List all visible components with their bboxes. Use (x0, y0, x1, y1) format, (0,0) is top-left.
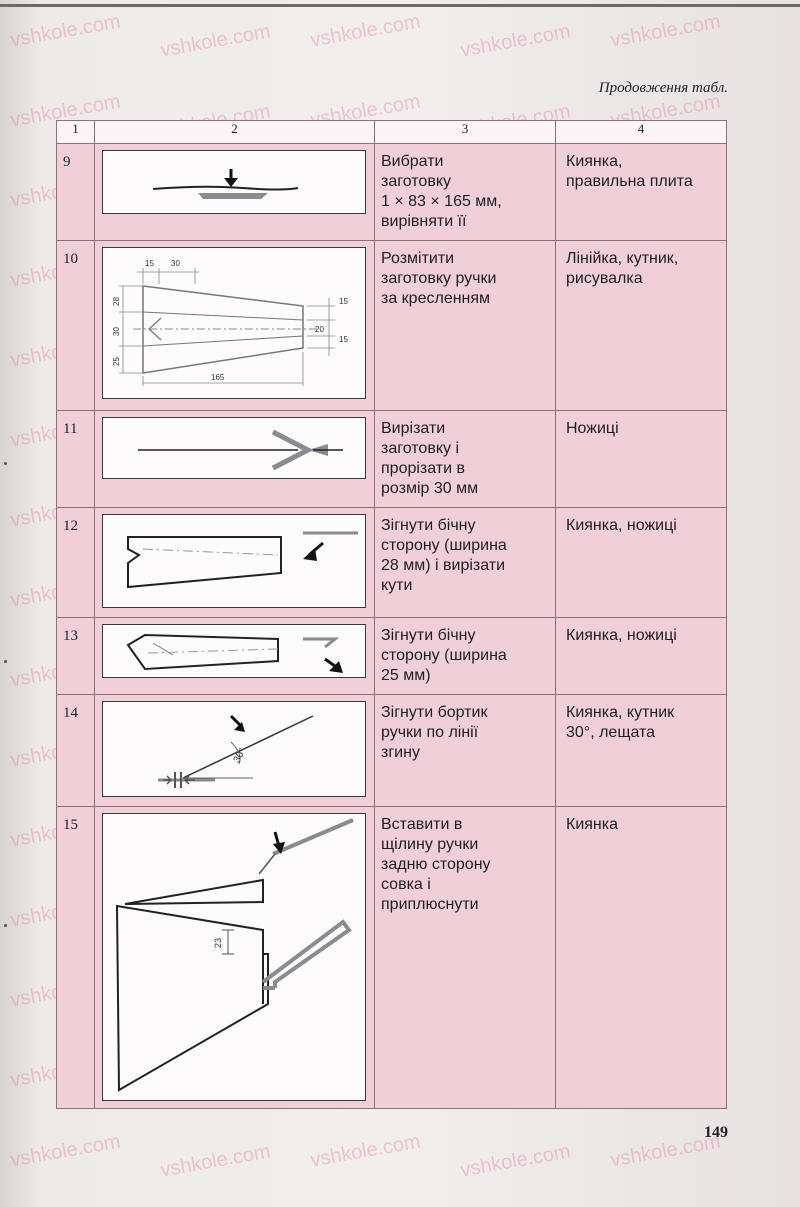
table-row: 13 Зігнути бічну сторону (ширина 25 мм) … (56, 617, 727, 695)
tools-text: Лінійка, кутник, рисувалка (555, 240, 727, 411)
step-number: 9 (56, 143, 95, 241)
figure-10: 15 30 28 30 25 165 15 20 15 (102, 247, 366, 399)
margin-mark (4, 660, 7, 663)
figure-cell (94, 143, 375, 241)
figure-cell (94, 617, 375, 695)
step-number: 13 (56, 617, 95, 695)
dimension-label: 23 (213, 938, 223, 948)
figure-cell (94, 410, 375, 508)
operation-text: Вставити в щілину ручки задню сторону со… (374, 806, 556, 1109)
table-row: 14 30° Зігнути бортик ручки по лінії зги… (56, 694, 727, 807)
operation-text: Вирізати заготовку і прорізати в розмір … (374, 410, 556, 508)
operation-text: Зігнути бортик ручки по лінії згину (374, 694, 556, 807)
dimension-label: 15 (339, 297, 348, 306)
dimension-label: 15 (145, 259, 154, 268)
page-number: 149 (704, 1124, 728, 1141)
table-row: 10 15 30 28 30 25 (56, 240, 727, 411)
margin-mark (4, 462, 7, 465)
figure-cell: 15 30 28 30 25 165 15 20 15 (94, 240, 375, 411)
column-header: 4 (555, 120, 727, 144)
figure-13 (102, 624, 366, 678)
operation-text: Зігнути бічну сторону (ширина 28 мм) і в… (374, 507, 556, 618)
table-row: 15 23 Вставити в щілину ручки задн (56, 806, 727, 1109)
tools-text: Ножиці (555, 410, 727, 508)
tools-text: Киянка, кутник 30°, лещата (555, 694, 727, 807)
table-row: 11 Вирізати заготовку і прорізати в розм… (56, 410, 727, 508)
column-header: 3 (374, 120, 556, 144)
column-header: 2 (94, 120, 375, 144)
process-table: 1 2 3 4 9 Вибрати заготовку 1 × 83 × 165… (56, 120, 727, 1109)
tools-text: Киянка, ножиці (555, 617, 727, 695)
operation-text: Вибрати заготовку 1 × 83 × 165 мм, вирів… (374, 143, 556, 241)
tools-text: Киянка, ножиці (555, 507, 727, 618)
figure-11 (102, 417, 366, 479)
figure-cell (94, 507, 375, 618)
angle-label: 30° (232, 746, 249, 765)
step-number: 10 (56, 240, 95, 411)
figure-9 (102, 150, 366, 214)
dimension-label: 15 (339, 335, 348, 344)
dimension-label: 30 (171, 259, 180, 268)
figure-cell: 30° (94, 694, 375, 807)
step-number: 11 (56, 410, 95, 508)
tools-text: Киянка, правильна плита (555, 143, 727, 241)
table-header-row: 1 2 3 4 (56, 120, 727, 144)
figure-12 (102, 514, 366, 608)
dimension-label: 20 (315, 325, 324, 334)
step-number: 12 (56, 507, 95, 618)
operation-text: Розмітити заготовку ручки за кресленням (374, 240, 556, 411)
running-head: Продовження табл. (598, 80, 728, 96)
table-row: 12 Зігнути бічну сторону (ширина 28 мм) … (56, 507, 727, 618)
figure-15: 23 (102, 813, 366, 1101)
margin-mark (4, 924, 7, 927)
dimension-label: 30 (112, 327, 121, 336)
tools-text: Киянка (555, 806, 727, 1109)
table-row: 9 Вибрати заготовку 1 × 83 × 165 мм, вир… (56, 143, 727, 241)
operation-text: Зігнути бічну сторону (ширина 25 мм) (374, 617, 556, 695)
step-number: 14 (56, 694, 95, 807)
figure-cell: 23 (94, 806, 375, 1109)
dimension-label: 25 (112, 357, 121, 366)
top-edge-line (0, 4, 800, 7)
column-header: 1 (56, 120, 95, 144)
dimension-label: 28 (112, 297, 121, 306)
figure-14: 30° (102, 701, 366, 797)
dimension-label: 165 (211, 373, 225, 382)
step-number: 15 (56, 806, 95, 1109)
